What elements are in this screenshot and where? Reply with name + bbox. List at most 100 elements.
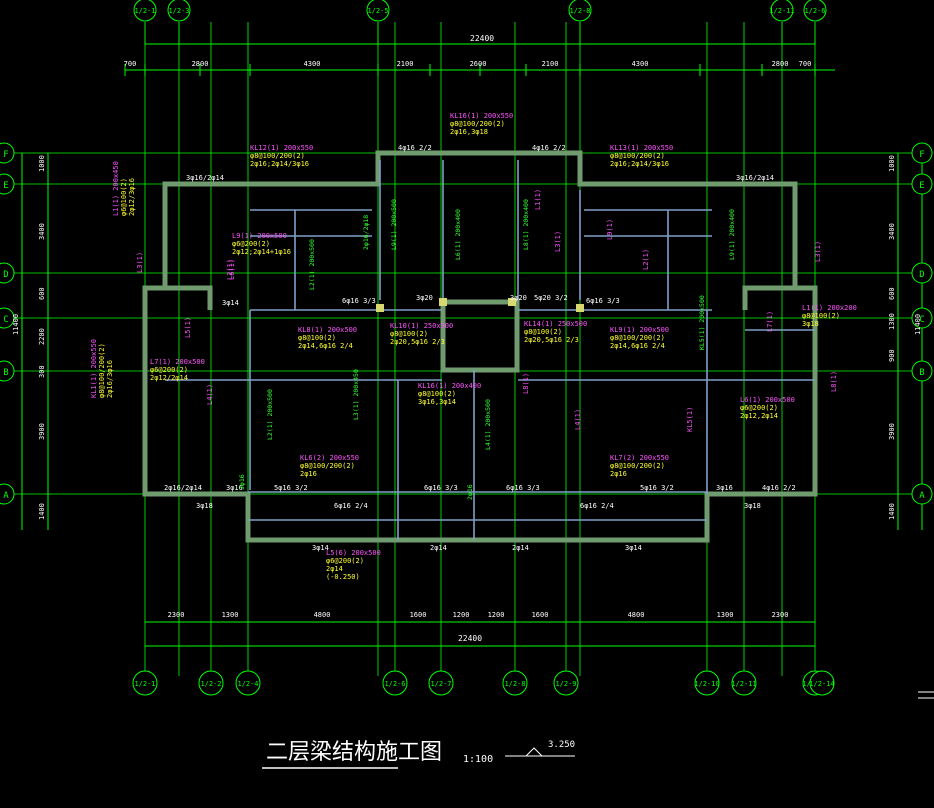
beam-name: KL16(1) 200x550	[450, 112, 513, 120]
axis-label: C	[3, 315, 8, 325]
level-text: 3.250	[548, 740, 575, 750]
left-dim-text: 300	[38, 365, 46, 378]
bottom-dim-text: 4800	[628, 611, 645, 619]
rebar-note: 6φ16 3/3	[506, 484, 540, 492]
top-dim-text: 700	[799, 60, 812, 68]
small-beam-label: L7(1)	[766, 311, 774, 332]
beam-spec: 2φ16;2φ14/3φ16	[250, 160, 309, 168]
axis-label: 1/2-4	[237, 680, 258, 688]
bottom-axis-bubble: 1/2-6	[382, 670, 408, 696]
beam-spec: φ8@100(2)	[390, 330, 428, 338]
beam-spec: 2φ16	[300, 470, 317, 478]
beam-spec: φ8@100(2)	[418, 390, 456, 398]
secondary-beam-spec: KL5(1) 200x500	[698, 295, 706, 350]
beam-spec: φ6@200(2)	[232, 240, 270, 248]
beam-spec: φ8@100/200(2)	[610, 334, 665, 342]
beam-spec: φ8@100/200(2)	[98, 343, 106, 398]
axis-circle	[382, 670, 408, 696]
rebar-note: 6φ16 2/4	[334, 502, 368, 510]
beam-name: KL7(2) 200x550	[610, 454, 669, 462]
wall-outline	[742, 285, 815, 310]
rebar-note: 5φ16 3/2	[274, 484, 308, 492]
axis-circle	[0, 262, 15, 284]
bottom-axis-bubble: 1/2-11	[731, 670, 757, 696]
rebar-note: 3φ14	[222, 299, 239, 307]
small-beam-label: KL5(1)	[686, 407, 694, 432]
beam-spec: φ6@200(2)	[740, 404, 778, 412]
beam-spec: 2φ14,6φ16 2/4	[298, 342, 353, 350]
bottom-dim-text: 1200	[488, 611, 505, 619]
axis-label: 1/2-14	[809, 680, 834, 688]
top-axis-bubble: 1/2-5	[366, 0, 390, 22]
axis-circle	[0, 173, 15, 195]
axis-label: C	[919, 315, 924, 325]
beam-spec: 2φ12/2φ14	[150, 374, 188, 382]
axis-circle	[0, 307, 15, 329]
top-dim-text: 2600	[470, 60, 487, 68]
top-axis-bubble: 1/2-3	[167, 0, 191, 22]
secondary-beam-spec: L9(1) 200x500	[390, 199, 398, 250]
left-dim-text: 3900	[38, 423, 46, 440]
bottom-axis-bubble: 1/2-14	[809, 670, 835, 696]
axis-label: D	[3, 270, 8, 280]
axis-label: 1/2-11	[731, 680, 756, 688]
rebar-note: 3φ20	[416, 294, 433, 302]
right-axis-bubble: B	[911, 360, 933, 382]
beam-name: L1(1) 200x200	[802, 304, 857, 312]
small-beam-label: L4(1)	[206, 384, 214, 405]
column-marker	[439, 298, 447, 306]
left-total-dim: 11400	[12, 314, 20, 335]
axis-label: B	[919, 368, 924, 378]
rebar-note: 3φ16/2φ14	[736, 174, 774, 182]
left-axis-bubble: C	[0, 307, 15, 329]
axis-label: 1/2-11	[769, 7, 794, 15]
beam-spec: φ8@100/200(2)	[300, 462, 355, 470]
small-beam-label: L1(1)	[534, 189, 542, 210]
right-dim-text: 900	[888, 349, 896, 362]
rebar-note: 2φ16/2φ14	[164, 484, 202, 492]
beam-spec: 2φ16;2φ14/3φ16	[610, 160, 669, 168]
beam-spec: φ8@100/200(2)	[610, 152, 665, 160]
left-axis-bubble: D	[0, 262, 15, 284]
left-axis-bubble: F	[0, 142, 15, 164]
axis-circle	[809, 670, 835, 696]
axis-circle	[911, 360, 933, 382]
beam-name: KL1(1) 200x550	[90, 339, 98, 398]
right-dim-text: 3900	[888, 423, 896, 440]
axis-label: 1/2-2	[200, 680, 221, 688]
axis-circle	[133, 0, 157, 22]
beam-spec: 2φ14	[326, 565, 343, 573]
beam-name: KL13(1) 200x550	[610, 144, 673, 152]
bottom-dim-text: 2300	[772, 611, 789, 619]
beam-name: KL8(1) 200x500	[298, 326, 357, 334]
axis-label: 1/2-10	[694, 680, 719, 688]
axis-circle	[366, 0, 390, 22]
axis-label: B	[3, 368, 8, 378]
rebar-note: 2φ14	[512, 544, 529, 552]
beam-annotation: KL13(1) 200x550φ8@100/200(2)2φ16;2φ14/3φ…	[610, 144, 673, 168]
axis-circle	[132, 670, 158, 696]
bottom-dim-text: 2300	[168, 611, 185, 619]
left-axis-bubble: B	[0, 360, 15, 382]
axis-circle	[568, 0, 592, 22]
bottom-axis-bubble: 1/2-9	[553, 670, 579, 696]
bottom-dim-text: 1600	[410, 611, 427, 619]
axis-label: 1/2-9	[555, 680, 576, 688]
rebar-note: 2φ14	[430, 544, 447, 552]
right-axis-bubble: F	[911, 142, 933, 164]
beam-name: KL12(1) 200x550	[250, 144, 313, 152]
axis-circle	[911, 173, 933, 195]
beam-name: KL10(1) 250x500	[390, 322, 453, 330]
axis-circle	[0, 142, 15, 164]
beam-spec: φ8@100(2)	[298, 334, 336, 342]
beam-spec: 2φ14,6φ16 2/4	[610, 342, 665, 350]
secondary-beam-spec: 3φ16	[238, 474, 246, 490]
